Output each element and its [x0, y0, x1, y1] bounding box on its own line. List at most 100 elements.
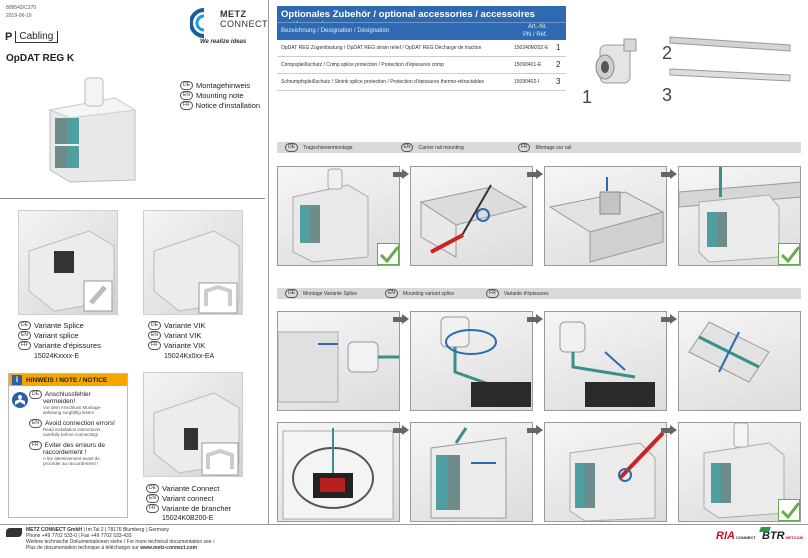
document-code: 899543/C370: [6, 5, 37, 11]
splice-step-8-image: [678, 422, 801, 522]
row-number: 3: [556, 77, 561, 86]
step-arrow-head: [536, 425, 543, 435]
column-art-number: Art.-Nr.: [528, 24, 547, 30]
step-arrow: [527, 317, 537, 322]
step-arrow-head: [402, 169, 409, 179]
rj-logo-word: RIA: [716, 530, 735, 542]
category-letter: P: [5, 31, 17, 43]
lang-badge: FR: [180, 100, 193, 110]
footer-web-text: Plus de documentation technique à téléch…: [26, 545, 141, 551]
row-designation: Crimpspleißschutz / Crimp splice protect…: [281, 62, 444, 68]
variant-splice-photo: [18, 210, 118, 315]
notice-heading: Eviter des erreurs de: [44, 441, 106, 449]
footer-web-line-1: Weitere technische Dokumentationen siehe…: [26, 539, 215, 545]
footer-web-line-2: Plus de documentation technique à téléch…: [26, 545, 197, 551]
lang-badge: FR: [18, 340, 31, 350]
lang-badge: DE: [180, 80, 193, 90]
product-photo: [30, 70, 150, 185]
footer-url-link[interactable]: www.metz-connect.com: [140, 545, 198, 551]
row-pn: 15090402-I: [514, 79, 540, 85]
variant-code: 15024Kxxxx-E: [34, 353, 80, 360]
lang-badge: DE: [285, 289, 298, 298]
rail-step-1-image: [277, 166, 400, 266]
row-designation: OpDAT REG Zugentlastung / OpDAT REG stra…: [281, 45, 482, 51]
variant-label: Variante Splice: [33, 320, 84, 330]
variant-connect-photo: [143, 372, 243, 477]
splice-step-6-image: [410, 422, 533, 522]
brand-tagline: We realize ideas: [200, 39, 247, 45]
accessories-table: Optionales Zubehör / optional accessorie…: [277, 6, 566, 91]
mounting-note-text: Mounting note: [195, 90, 244, 100]
rail-step-4-image: [678, 166, 801, 266]
category-tag: P Cabling: [5, 30, 59, 44]
notice-body: Read installation instructions: [43, 427, 101, 432]
lang-badge: EN: [148, 330, 161, 340]
lang-badge: FR: [148, 340, 161, 350]
notice-body: Vor dem Anschluss Montage-: [43, 405, 102, 410]
accessories-header: Bezeichnung / Designation / Désignation …: [277, 22, 566, 40]
table-row: Schrumpfspleißschutz / Shrink splice pro…: [277, 74, 566, 91]
section-label: Carrier rail mounting: [418, 144, 464, 151]
accessories-title: Optionales Zubehör / optional accessorie…: [277, 6, 566, 31]
column-divider: [268, 0, 269, 524]
notice-body: procéder au raccordement !: [43, 461, 99, 466]
info-icon: i: [12, 375, 22, 385]
variant-label: Variant connect: [161, 493, 214, 503]
footer-address: | Im Tal 2 | 78176 Blumberg | Germany: [82, 527, 170, 533]
lang-badge: EN: [385, 289, 399, 298]
splice-step-3-image: [544, 311, 667, 411]
footer-company: METZ CONNECT GmbH: [26, 527, 83, 533]
lang-badge: EN: [29, 418, 42, 428]
step-arrow: [393, 428, 403, 433]
callout-2: 2: [662, 43, 673, 63]
lang-badge: FR: [486, 289, 499, 298]
step-arrow-head: [670, 169, 677, 179]
accessories-illustration: 1 2 3: [580, 25, 800, 115]
step-arrow-head: [402, 314, 409, 324]
step-arrow: [527, 172, 537, 177]
row-pn: 15090401-E: [514, 62, 542, 68]
lang-badge: FR: [146, 503, 159, 513]
variant-code: 15024Kx0xx-EA: [164, 353, 215, 360]
column-designation: Bezeichnung / Designation / Désignation: [281, 28, 390, 34]
rail-step-2-image: [410, 166, 533, 266]
row-number: 2: [556, 60, 561, 69]
splice-step-1-image: [277, 311, 400, 411]
checkmark-icon: [377, 243, 399, 265]
callout-3: 3: [662, 85, 673, 105]
rj-connect-logo: RIA CONNECT: [716, 530, 756, 542]
metz-connect-logo: METZ CONNECT: [189, 8, 268, 38]
logo-word-metz: METZ: [220, 9, 247, 19]
variant-label: Variante de brancher: [161, 503, 232, 513]
step-arrow: [661, 317, 671, 322]
row-number: 1: [556, 43, 561, 52]
variant-label: Variante VIK: [163, 320, 206, 330]
lang-badge: FR: [29, 440, 42, 450]
lang-badge: EN: [146, 493, 159, 503]
notice-heading: vermeiden!: [43, 398, 76, 405]
splice-step-7-image: [544, 422, 667, 522]
step-arrow-head: [670, 425, 677, 435]
notice-heading: Avoid connection errors!: [44, 419, 115, 427]
divider: [0, 198, 265, 199]
variant-label: Variante Connect: [161, 483, 220, 493]
splice-step-2-image: [410, 311, 533, 411]
step-arrow: [527, 428, 537, 433]
step-arrow: [393, 172, 403, 177]
notice-heading: Anschlussfehler: [44, 390, 91, 398]
step-arrow-head: [536, 169, 543, 179]
callout-1: 1: [582, 87, 593, 107]
footer-divider: [0, 524, 808, 525]
row-designation: Schrumpfspleißschutz / Shrink splice pro…: [281, 79, 484, 85]
btr-logo-sub: NETCOM: [785, 535, 803, 540]
step-arrow: [393, 317, 403, 322]
variant-label: Variante d'épissures: [33, 340, 101, 350]
lang-badge: DE: [18, 320, 31, 330]
splice-step-4-image: [678, 311, 801, 411]
